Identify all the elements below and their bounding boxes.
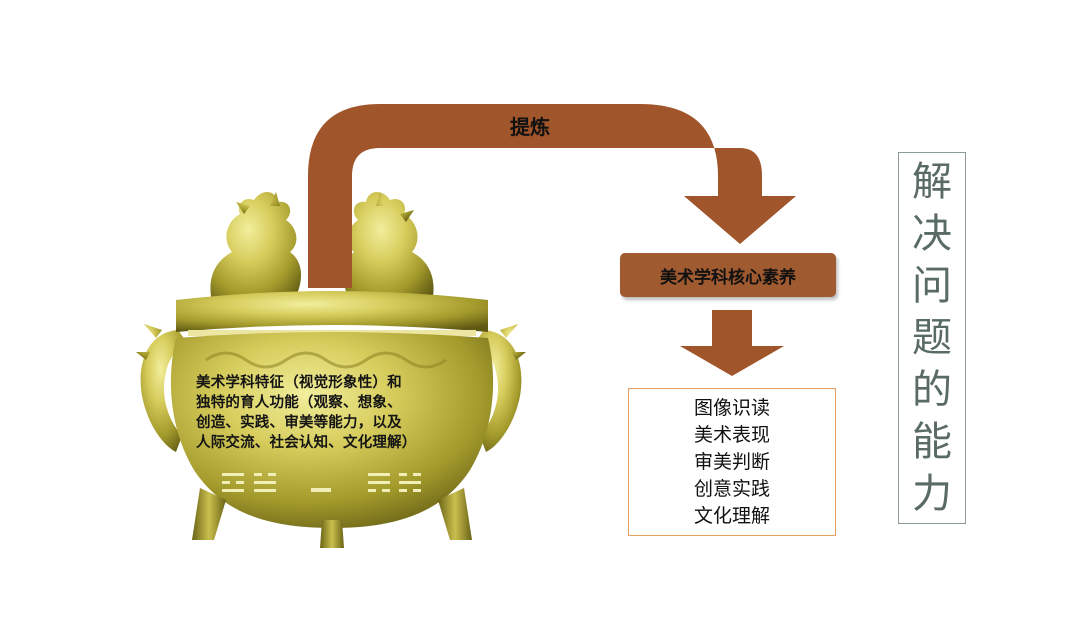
cauldron-ears bbox=[136, 324, 526, 452]
cauldron-body bbox=[170, 291, 494, 548]
problem-solving-ability-box: 解 决 问 题 的 能 力 bbox=[898, 152, 966, 524]
ability-char: 的 bbox=[912, 367, 952, 413]
literacy-item: 文化理解 bbox=[693, 504, 770, 527]
ability-vertical-text: 解 决 问 题 的 能 力 bbox=[912, 156, 952, 520]
literacy-list-box: 图像识读 美术表现 审美判断 创意实践 文化理解 bbox=[628, 388, 836, 536]
ability-char: 题 bbox=[912, 315, 952, 361]
ability-char: 问 bbox=[912, 263, 952, 309]
ability-char: 决 bbox=[912, 211, 952, 257]
cauldron-line: 独特的育人功能（观察、想象、 bbox=[196, 395, 402, 411]
literacy-item: 创意实践 bbox=[693, 477, 770, 500]
down-arrow[interactable] bbox=[680, 310, 784, 376]
refine-arrow[interactable] bbox=[308, 104, 796, 288]
literacy-item: 美术表现 bbox=[693, 423, 770, 446]
ability-char: 解 bbox=[912, 159, 952, 205]
right-dragon-ornament bbox=[342, 191, 434, 310]
refine-label: 提炼 bbox=[510, 115, 550, 139]
literacy-item: 审美判断 bbox=[693, 450, 770, 473]
trigram-marks bbox=[222, 473, 421, 492]
cauldron-line: 创造、实践、审美等能力，以及 bbox=[196, 415, 402, 431]
cauldron-line: 美术学科特征（视觉形象性）和 bbox=[196, 375, 402, 391]
left-dragon-ornament bbox=[210, 191, 302, 310]
ability-char: 力 bbox=[912, 471, 952, 517]
ability-char: 能 bbox=[912, 419, 952, 465]
cauldron-description: 美术学科特征（视觉形象性）和 独特的育人功能（观察、想象、 创造、实践、审美等能… bbox=[196, 373, 458, 453]
literacy-item: 图像识读 bbox=[693, 396, 770, 419]
core-literacy-box[interactable]: 美术学科核心素养 bbox=[620, 253, 836, 297]
cauldron-line: 人际交流、社会认知、文化理解） bbox=[196, 435, 417, 451]
core-literacy-label: 美术学科核心素养 bbox=[660, 267, 796, 288]
